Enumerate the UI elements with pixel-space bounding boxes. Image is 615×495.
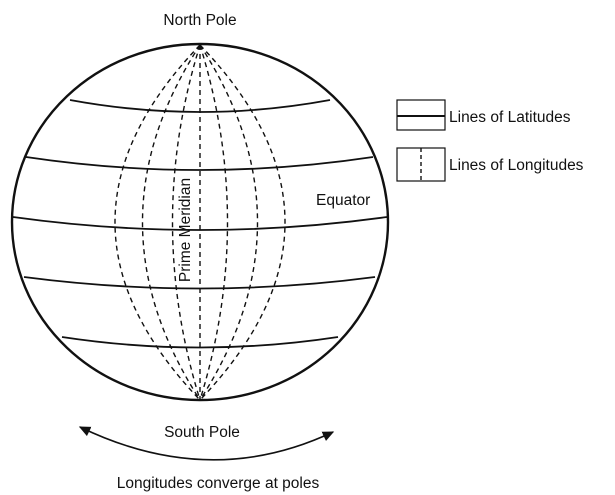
longitude-line bbox=[141, 44, 201, 401]
legend-latitudes-label: Lines of Latitudes bbox=[449, 109, 571, 126]
legend: Lines of Latitudes Lines of Longitudes bbox=[396, 99, 584, 182]
equator-label: Equator bbox=[316, 192, 370, 209]
latitude-line bbox=[61, 336, 339, 349]
longitude-lines bbox=[114, 44, 286, 401]
legend-longitudes-label: Lines of Longitudes bbox=[449, 157, 584, 174]
latitude-lines bbox=[12, 99, 388, 349]
latitude-line bbox=[12, 216, 388, 231]
caption: Longitudes converge at poles bbox=[117, 475, 320, 492]
longitude-line bbox=[171, 44, 201, 401]
latitude-line bbox=[25, 156, 374, 171]
legend-item-latitudes: Lines of Latitudes bbox=[396, 99, 571, 131]
latitude-line bbox=[23, 276, 376, 290]
longitude-line bbox=[199, 44, 229, 401]
south-pole-label: South Pole bbox=[164, 424, 240, 441]
longitude-line bbox=[199, 44, 286, 401]
globe-outline bbox=[10, 42, 390, 402]
legend-item-longitudes: Lines of Longitudes bbox=[396, 147, 584, 182]
longitude-line bbox=[114, 44, 201, 401]
longitude-line bbox=[199, 44, 259, 401]
prime-meridian-label: Prime Meridian bbox=[177, 178, 194, 282]
north-pole-label: North Pole bbox=[163, 12, 236, 29]
latitude-line bbox=[69, 99, 331, 113]
converge-arrow bbox=[78, 426, 335, 461]
